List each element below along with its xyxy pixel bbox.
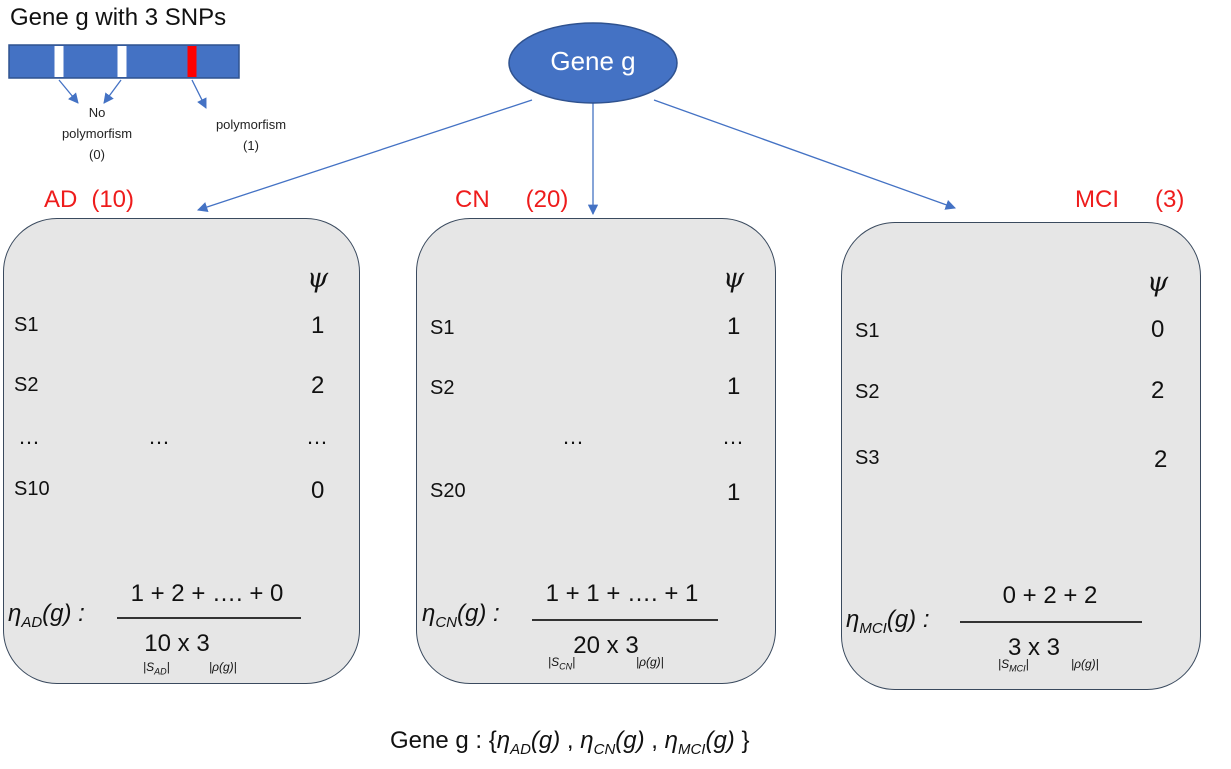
group-label-cn: CN (20) (455, 186, 568, 214)
den-label-s-mci: |SMCI| (998, 657, 1029, 674)
group-name-mci: MCI (1075, 186, 1119, 213)
subject-label-mci-3: S3 (855, 447, 880, 469)
snp-polymorphism (187, 46, 197, 77)
group-name-cn: CN (455, 186, 490, 213)
arrows-layer (58, 79, 956, 216)
no-poly-line2: polymorfism (61, 126, 133, 141)
ellipsis-ad-bar: … (148, 424, 170, 449)
denominator-ad: 10 x 3 (144, 630, 210, 657)
eta-label-ad: ηAD(g) : (8, 600, 85, 631)
legend-snp-bar (8, 44, 240, 79)
subject-label-cn-1: S1 (430, 317, 455, 339)
eta-label-cn: ηCN(g) : (422, 600, 500, 631)
legend-arrow-2 (103, 79, 122, 104)
group-label-ad: AD (10) (44, 186, 134, 214)
denominator-mci: 3 x 3 (1007, 634, 1061, 661)
den-label-s-cn: |SCN| (548, 655, 576, 672)
poly-line1: polymorfism (215, 117, 287, 132)
group-count-ad: (10) (91, 186, 135, 213)
group-name-ad: AD (44, 186, 78, 213)
denominator-cn: 20 x 3 (573, 632, 639, 659)
subject-label-mci-1: S1 (855, 320, 880, 342)
group-count-mci: (3) (1155, 186, 1185, 213)
subject-label-ad-1: S1 (14, 314, 39, 336)
psi-header-mci: ψ (1147, 267, 1169, 298)
subject-label-ad-2: S2 (14, 374, 39, 396)
fraction-line-mci (960, 621, 1142, 623)
legend-arrow-3 (191, 79, 207, 109)
psi-value-cn-1: 1 (727, 313, 741, 340)
ellipsis-cn-psi: … (722, 424, 744, 449)
panel-mci (841, 222, 1201, 690)
eta-label-mci: ηMCI(g) : (846, 606, 930, 637)
psi-value-mci-1: 0 (1151, 316, 1165, 343)
footer-formula: Gene g : {ηAD(g) , ηCN(g) , ηMCI(g) } (390, 727, 750, 758)
group-count-cn: (20) (525, 186, 569, 213)
panel-cn (416, 218, 776, 684)
subject-label-ad-3: S10 (14, 478, 50, 500)
no-poly-code: (0) (89, 147, 105, 162)
psi-value-mci-3: 2 (1154, 446, 1168, 473)
psi-header-cn: ψ (723, 263, 745, 294)
snp-no-polymorphism (117, 46, 127, 77)
psi-value-ad-3: 0 (311, 477, 325, 504)
psi-header-ad: ψ (307, 263, 329, 294)
numerator-cn: 1 + 1 + …. + 1 (545, 580, 699, 607)
subject-label-cn-2: S2 (430, 377, 455, 399)
subject-label-cn-3: S20 (430, 480, 466, 502)
no-polymorphism-label: No polymorfism (0) (42, 102, 152, 165)
numerator-ad: 1 + 2 + …. + 0 (130, 580, 284, 607)
ellipsis-ad-label: … (18, 424, 40, 449)
fraction-line-ad (117, 617, 301, 619)
no-poly-line1: No (88, 105, 106, 120)
den-label-s-ad: |SAD| (143, 660, 170, 677)
den-label-rho-ad: |ρ(g)| (209, 660, 237, 674)
tree-arrow-mci (653, 99, 956, 210)
group-label-mci: MCI (3) (1075, 186, 1184, 214)
den-label-rho-cn: |ρ(g)| (636, 655, 664, 669)
legend-arrow-1 (58, 79, 79, 104)
numerator-mci: 0 + 2 + 2 (1002, 582, 1098, 609)
den-label-rho-mci: |ρ(g)| (1071, 657, 1099, 671)
poly-code: (1) (243, 138, 259, 153)
fraction-line-cn (532, 619, 718, 621)
ellipsis-ad-psi: … (306, 424, 328, 449)
psi-value-cn-3: 1 (727, 479, 741, 506)
snp-no-polymorphism (54, 46, 64, 77)
legend-title: Gene g with 3 SNPs (10, 4, 227, 31)
subject-label-mci-2: S2 (855, 381, 880, 403)
psi-value-mci-2: 2 (1151, 377, 1165, 404)
gene-node (508, 22, 678, 104)
tree-arrow-ad (197, 99, 533, 213)
psi-value-ad-1: 1 (311, 312, 325, 339)
psi-value-cn-2: 1 (727, 373, 741, 400)
gene-node-label: Gene g (550, 46, 636, 76)
ellipsis-cn-bar: … (562, 424, 584, 449)
panel-ad (3, 218, 360, 684)
psi-value-ad-2: 2 (311, 372, 325, 399)
polymorphism-label: polymorfism (1) (196, 114, 306, 156)
